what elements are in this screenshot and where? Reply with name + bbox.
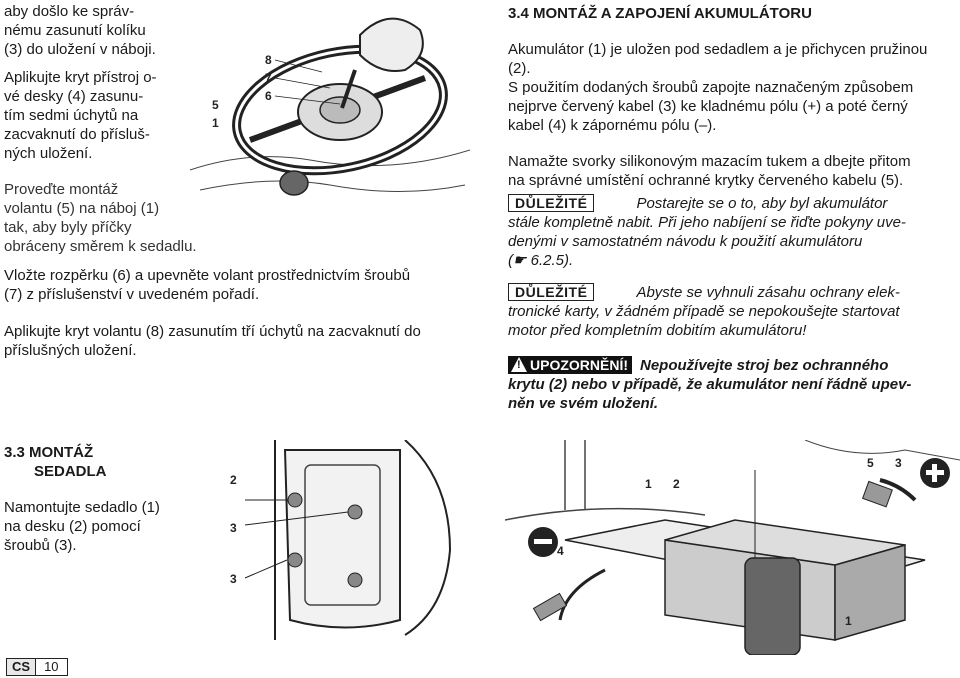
- warning-triangle-icon: [511, 357, 527, 372]
- text-line: denými v samostatném návodu k použití ak…: [508, 233, 863, 250]
- text-line: (2).: [508, 60, 531, 77]
- battery-section: 3.4 MONTÁŽ A ZAPOJENÍ AKUMULÁTORU Akumul…: [508, 4, 958, 190]
- page-footer: CS 10: [6, 658, 68, 676]
- important-note-2: DŮLEŽITÉ Abyste se vyhnuli zásahu ochrany…: [508, 283, 958, 340]
- callout-label: 3: [895, 456, 902, 470]
- heading-line: SEDADLA: [34, 463, 107, 480]
- warning-label: UPOZORNĚNÍ!: [530, 357, 628, 373]
- text-line: Postarejte se o to, aby byl akumulátor: [636, 195, 888, 212]
- text-line: ných uložení.: [4, 145, 93, 162]
- important-note-1: DŮLEŽITÉ Postarejte se o to, aby byl akum…: [508, 194, 958, 270]
- warning-badge: ! UPOZORNĚNÍ!: [508, 356, 632, 374]
- text-line: S použitím dodaných šroubů zapojte nazna…: [508, 79, 914, 96]
- text-line: příslušných uložení.: [4, 342, 137, 359]
- callout-label: 7: [265, 71, 272, 85]
- callout-label: 1: [212, 116, 219, 130]
- text-line: nejprve červený kabel (3) ke kladnému pó…: [508, 98, 908, 115]
- battery-illustration: 5 3 1 2 4 1: [505, 440, 960, 655]
- spacer-instructions: Vložte rozpěrku (6) a upevněte volant pr…: [4, 266, 474, 304]
- callout-label: 5: [212, 98, 219, 112]
- callout-label: 3: [230, 572, 237, 586]
- text-line: Abyste se vyhnuli zásahu ochrany elek-: [636, 284, 900, 301]
- callout-label: 1: [845, 614, 852, 628]
- text-line: Aplikujte kryt volantu (8) zasunutím tří…: [4, 323, 421, 340]
- text-line: Akumulátor (1) je uložen pod sedadlem a …: [508, 41, 928, 58]
- warning-note: ! UPOZORNĚNÍ! Nepoužívejte stroj bez ochra…: [508, 356, 958, 413]
- seat-instructions: Namontujte sedadlo (1) na desku (2) pomo…: [4, 498, 204, 555]
- text-line: něn ve svém uložení.: [508, 395, 659, 412]
- callout-label: 3: [230, 521, 237, 535]
- important-badge: DŮLEŽITÉ: [508, 283, 595, 301]
- callout-label: 2: [673, 477, 680, 491]
- callout-label: 8: [265, 53, 272, 67]
- callout-label: 1: [645, 477, 652, 491]
- text-line: tím sedmi úchytů na: [4, 107, 139, 124]
- text-line: tak, aby byly příčky: [4, 219, 132, 236]
- wheel-cover-instructions: Aplikujte kryt volantu (8) zasunutím tří…: [4, 322, 474, 360]
- warning-exclamation-icon: !: [517, 359, 521, 371]
- text-line: (☛ 6.2.5).: [508, 252, 574, 269]
- text-line: Aplikujte kryt přístroj o-: [4, 69, 157, 86]
- text-line: (3) do uložení v náboji.: [4, 41, 156, 58]
- important-badge: DŮLEŽITÉ: [508, 194, 595, 212]
- text-line: Namažte svorky silikonovým mazacím tukem…: [508, 153, 911, 170]
- text-line: kabel (4) k zápornému pólu (–).: [508, 117, 717, 134]
- seat-illustration: 2 3 3: [230, 440, 452, 640]
- section-heading: 3.4 MONTÁŽ A ZAPOJENÍ AKUMULÁTORU: [508, 5, 812, 22]
- text-line: aby došlo ke správ-: [4, 3, 135, 20]
- language-code: CS: [6, 658, 37, 676]
- dashboard-cover-instructions: Aplikujte kryt přístroj o- vé desky (4) …: [4, 68, 204, 163]
- heading-line: 3.3 MONTÁŽ: [4, 444, 94, 461]
- text-line: motor před kompletním dobitím akumulátor…: [508, 322, 807, 339]
- callout-label: 4: [557, 544, 564, 558]
- page-number: 10: [36, 658, 68, 676]
- callout-label: 2: [230, 473, 237, 487]
- text-line: obráceny směrem k sedadlu.: [4, 238, 197, 255]
- text-line: Proveďte montáž: [4, 181, 119, 198]
- text-line: volantu (5) na náboj (1): [4, 200, 160, 217]
- text-line: nému zasunutí kolíku: [4, 22, 146, 39]
- steering-instructions-part1: aby došlo ke správ- nému zasunutí kolíku…: [4, 2, 204, 59]
- text-line: Namontujte sedadlo (1): [4, 499, 160, 516]
- text-line: (7) z příslušenství v uvedeném pořadí.: [4, 286, 260, 303]
- steering-wheel-mount-instructions: Proveďte montáž volantu (5) na náboj (1)…: [4, 180, 224, 256]
- text-line: tronické karty, v žádném případě se nepo…: [508, 303, 900, 320]
- text-line: na správné umístění ochranné krytky červ…: [508, 172, 904, 189]
- callout-label: 5: [867, 456, 874, 470]
- text-line: šroubů (3).: [4, 537, 77, 554]
- text-line: Nepoužívejte stroj bez ochranného: [640, 357, 889, 374]
- text-line: stále kompletně nabit. Při jeho nabíjení…: [508, 214, 906, 231]
- seat-section-heading: 3.3 MONTÁŽ SEDADLA: [4, 443, 204, 481]
- text-line: Vložte rozpěrku (6) a upevněte volant pr…: [4, 267, 411, 284]
- steering-wheel-illustration: 8 7 6 5 1: [190, 17, 470, 196]
- text-line: vé desky (4) zasunu-: [4, 88, 144, 105]
- callout-label: 6: [265, 89, 272, 103]
- text-line: na desku (2) pomocí: [4, 518, 141, 535]
- text-line: zacvaknutí do přísluš-: [4, 126, 150, 143]
- text-line: krytu (2) nebo v případě, že akumulátor …: [508, 376, 912, 393]
